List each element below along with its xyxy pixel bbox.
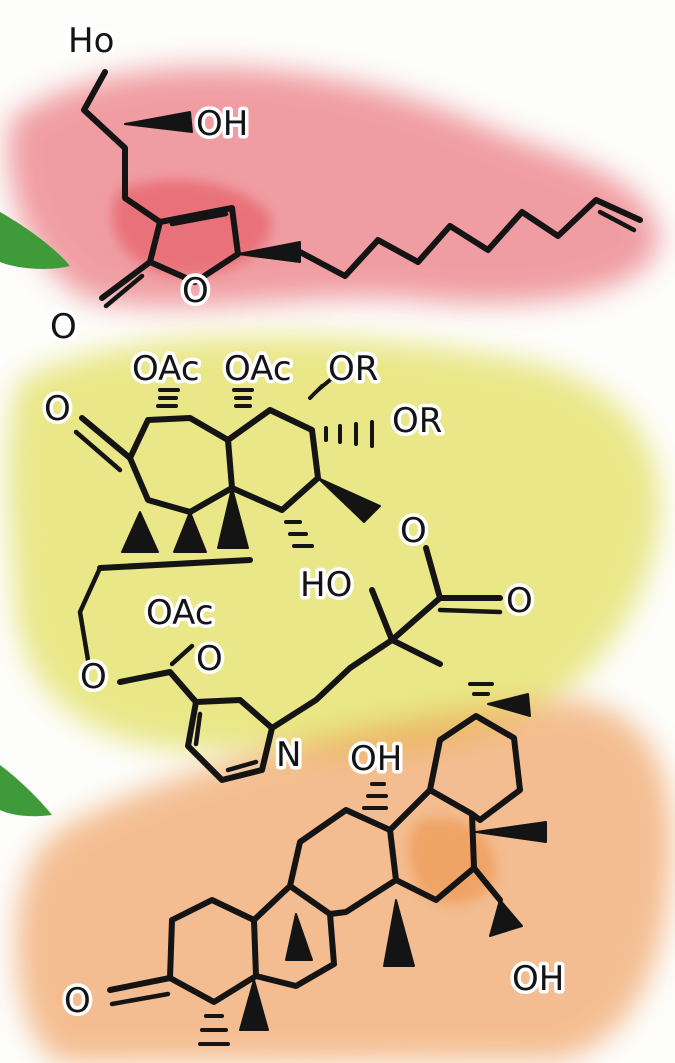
label-or-2: OR <box>392 401 442 441</box>
molecule-bottom-labels: OH OH O <box>61 736 568 1025</box>
label-oh-right-bottom: OH <box>512 959 564 999</box>
label-acid-o-right: O <box>506 581 533 621</box>
molecule-middle-bonds <box>73 378 503 783</box>
label-ring-o-top: O <box>182 271 209 311</box>
label-pyridine-n: N <box>276 735 301 775</box>
orange-wash <box>16 700 673 1063</box>
label-oh-top-bottom: OH <box>350 739 402 779</box>
leaf-icon <box>0 212 70 269</box>
label-ketone-o-bottom: O <box>64 981 91 1021</box>
label-acid-o-top: O <box>400 511 427 551</box>
label-ketone-o-middle: O <box>44 389 71 429</box>
hash-bonds-bottom <box>198 682 494 1046</box>
label-oh-top: OH <box>196 104 248 144</box>
label-ho-top: Ho <box>68 21 114 61</box>
label-oac-3: OAc <box>146 593 214 633</box>
label-ester-o-carbonyl: O <box>196 639 223 679</box>
molecule-bottom-bonds <box>107 682 547 1046</box>
label-ketone-o-top: O <box>50 307 77 347</box>
yellow-wash <box>8 336 661 756</box>
hash-bonds-middle <box>156 378 374 548</box>
label-or-1: OR <box>328 349 378 389</box>
label-oac-1: OAc <box>132 349 200 389</box>
label-ho-acid: HO <box>300 565 352 605</box>
label-ester-o-ring: O <box>80 657 107 697</box>
leaf-icon <box>0 765 52 817</box>
molecule-top-bonds <box>81 69 643 309</box>
molecule-top-labels: Ho OH O O <box>47 18 252 351</box>
molecule-middle-labels: OAc OAc OR OR O O HO O OAc O O N <box>41 346 537 779</box>
label-oac-2: OAc <box>224 349 292 389</box>
